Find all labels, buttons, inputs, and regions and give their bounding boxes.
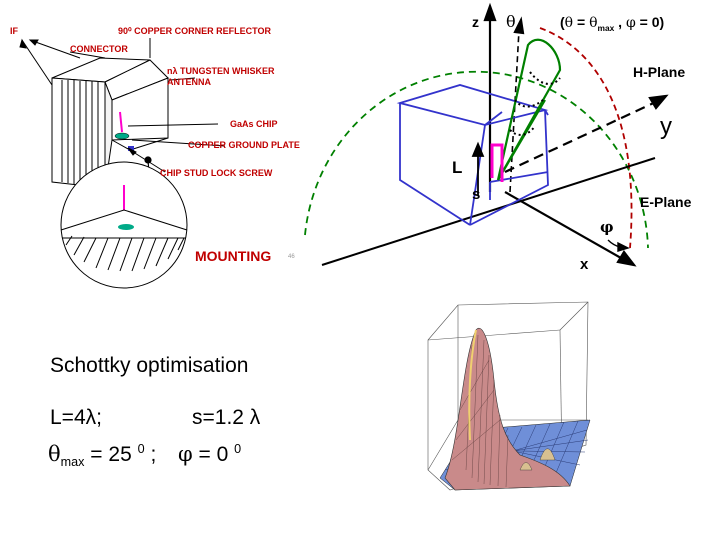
phi-label: φ bbox=[600, 218, 614, 236]
lock-screw bbox=[128, 146, 134, 151]
label-reflector: 90⁰ COPPER CORNER REFLECTOR bbox=[118, 26, 271, 36]
phi-symbol: φ bbox=[177, 442, 193, 466]
axis-x-label: x bbox=[580, 256, 589, 273]
surface-peak bbox=[444, 327, 571, 491]
whisker-antenna bbox=[119, 111, 123, 133]
degree-sup-2: 0 bbox=[234, 442, 242, 456]
semicolon: ; bbox=[144, 443, 157, 466]
connector-block bbox=[51, 57, 151, 189]
theta-label: θ bbox=[506, 12, 516, 31]
label-if: IF bbox=[10, 26, 18, 36]
axis-y-label: y bbox=[660, 113, 672, 140]
max-subscript: max bbox=[60, 455, 85, 470]
gaas-chip bbox=[114, 132, 130, 140]
length-l-label: L bbox=[452, 158, 463, 177]
axis-y bbox=[504, 99, 661, 173]
label-connector: CONNECTOR bbox=[70, 44, 128, 54]
theta-value: = 25 bbox=[84, 443, 138, 466]
param-length-text: L=4λ; bbox=[50, 406, 102, 429]
page-number: 46 bbox=[288, 254, 295, 260]
optimisation-title: Schottky optimisation bbox=[50, 354, 249, 377]
label-gaas-chip: GaAs CHIP bbox=[230, 119, 278, 129]
axis-x bbox=[504, 191, 629, 263]
label-lock-screw: CHIP STUD LOCK SCREW bbox=[160, 168, 273, 178]
condition-label: (θ = θmax , φ = 0) bbox=[560, 14, 665, 33]
e-plane-arc bbox=[539, 27, 633, 249]
whisker-wire bbox=[490, 143, 504, 182]
phi-value: = 0 bbox=[192, 443, 235, 466]
param-spacing: s=1.2 λ bbox=[192, 406, 260, 430]
label-whisker: nλ TUNGSTEN WHISKER ANTENNA bbox=[167, 66, 275, 87]
degree-sup: 0 bbox=[137, 442, 145, 456]
param-spacing-text: s=1.2 λ bbox=[192, 406, 261, 429]
spacing-s-label: s bbox=[472, 186, 481, 203]
param-length: L=4λ; bbox=[50, 406, 102, 430]
label-ground-plate: COPPER GROUND PLATE bbox=[188, 140, 300, 150]
corner-reflector bbox=[104, 59, 169, 189]
radiation-lobe bbox=[496, 38, 562, 181]
theta-symbol: θ bbox=[48, 442, 61, 466]
e-plane-label: E-Plane bbox=[640, 194, 692, 210]
param-angles: θmax = 25 0 ; φ = 0 0 bbox=[48, 442, 241, 469]
h-plane-label: H-Plane bbox=[633, 64, 686, 80]
axis-horizontal bbox=[321, 157, 656, 266]
label-mounting: MOUNTING bbox=[195, 248, 272, 264]
axis-z-label: z bbox=[472, 14, 479, 30]
mounting-circle bbox=[60, 161, 188, 289]
